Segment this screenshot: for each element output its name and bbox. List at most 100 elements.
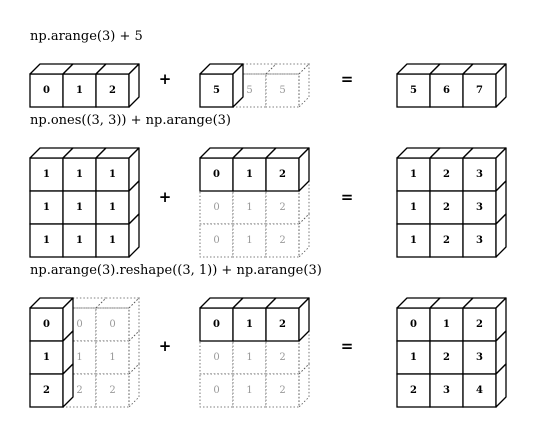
array-cell-value: 4	[476, 385, 483, 396]
array-cell	[29, 373, 64, 408]
array-cell-value: 1	[109, 202, 116, 213]
array-cell-value: 1	[43, 352, 50, 363]
virtual-cell-value: 0	[76, 319, 82, 330]
array-cell	[62, 73, 97, 108]
virtual-cell-value: 0	[213, 385, 219, 396]
array-cell	[462, 73, 497, 108]
array-cell-value: 6	[443, 85, 450, 96]
array-cell-value: 2	[279, 169, 286, 180]
array-cell-value: 2	[410, 385, 417, 396]
array-cell	[462, 373, 497, 408]
array-cell	[429, 373, 464, 408]
virtual-cell-value: 5	[279, 85, 285, 96]
array-cell-value: 1	[109, 169, 116, 180]
array-cell-value: 3	[443, 385, 450, 396]
virtual-cell-value: 2	[279, 385, 285, 396]
array-cell-value: 1	[410, 169, 417, 180]
array-cell-value: 1	[109, 235, 116, 246]
array-cell	[29, 223, 64, 258]
array-cell-value: 1	[410, 352, 417, 363]
row-3-title: np.arange(3).reshape((3, 1)) + np.arange…	[30, 263, 322, 278]
row-2-plus-sign: +	[159, 188, 172, 206]
array-cell	[95, 223, 130, 258]
virtual-cell	[232, 190, 267, 225]
virtual-cell-value: 2	[279, 235, 285, 246]
virtual-cell-value: 0	[109, 319, 115, 330]
array-cell-value: 7	[476, 85, 483, 96]
array-cell-value: 2	[109, 85, 116, 96]
row-3-plus-sign: +	[159, 337, 172, 355]
virtual-cell-value: 2	[279, 352, 285, 363]
row-2-left-array: 1 1 1 1 1 1 1 1 1	[29, 147, 140, 258]
virtual-cell-value: 2	[109, 385, 115, 396]
array-cell-value: 0	[213, 319, 220, 330]
array-cell-value: 1	[76, 85, 83, 96]
array-cell-value: 5	[213, 85, 220, 96]
array-cell-value: 0	[43, 319, 50, 330]
array-cell	[396, 373, 431, 408]
array-cell-value: 2	[43, 385, 50, 396]
virtual-cell-value: 0	[213, 235, 219, 246]
virtual-cell-value: 1	[246, 202, 252, 213]
row-1-equals-sign: =	[341, 70, 354, 88]
array-cell	[396, 307, 431, 342]
virtual-cell-value: 2	[76, 385, 82, 396]
virtual-cell	[95, 340, 130, 375]
virtual-cell-value: 1	[246, 235, 252, 246]
array-cell-value: 3	[476, 235, 483, 246]
array-cell-value: 1	[410, 202, 417, 213]
virtual-cell	[232, 373, 267, 408]
virtual-cell-value: 1	[246, 352, 252, 363]
array-cell-value: 2	[443, 169, 450, 180]
array-cell-value: 1	[76, 169, 83, 180]
array-cell-value: 2	[443, 235, 450, 246]
array-cell	[265, 307, 300, 342]
array-cell-value: 1	[76, 202, 83, 213]
array-cell-value: 2	[476, 319, 483, 330]
array-cell-value: 1	[43, 235, 50, 246]
array-cell-value: 2	[443, 202, 450, 213]
array-cell-value: 1	[443, 319, 450, 330]
row-3-left-array: 0 0 1 1 2 2 0 1 2	[29, 297, 140, 408]
virtual-cell-value: 0	[213, 352, 219, 363]
array-cell	[29, 190, 64, 225]
virtual-cell	[265, 340, 300, 375]
row-2-title: np.ones((3, 3)) + np.arange(3)	[30, 113, 231, 128]
row-1-plus-sign: +	[159, 70, 172, 88]
virtual-cell	[199, 373, 234, 408]
virtual-cell	[265, 73, 300, 108]
array-cell-value: 3	[476, 202, 483, 213]
array-cell-value: 1	[43, 202, 50, 213]
array-cell-value: 2	[443, 352, 450, 363]
array-cell	[95, 190, 130, 225]
array-cell-value: 1	[43, 169, 50, 180]
array-cell	[265, 157, 300, 192]
virtual-cell-value: 2	[279, 202, 285, 213]
array-cell	[429, 340, 464, 375]
virtual-cell	[199, 190, 234, 225]
array-cell-value: 3	[476, 352, 483, 363]
array-cell	[396, 340, 431, 375]
array-cell-value: 2	[279, 319, 286, 330]
array-cell-value: 1	[246, 169, 253, 180]
array-cell	[429, 73, 464, 108]
row-1-result-array: 5 6 7	[396, 63, 507, 108]
array-cell	[29, 73, 64, 108]
array-cell-value: 1	[76, 235, 83, 246]
array-cell-value: 0	[43, 85, 50, 96]
row-1-left-array: 0 1 2	[29, 63, 140, 108]
virtual-cell-value: 1	[76, 352, 82, 363]
virtual-cell-value: 0	[213, 202, 219, 213]
row-2-equals-sign: =	[341, 188, 354, 206]
array-cell-value: 3	[476, 169, 483, 180]
virtual-cell-value: 1	[109, 352, 115, 363]
virtual-cell	[265, 190, 300, 225]
row-3-equals-sign: =	[341, 337, 354, 355]
array-cell-value: 5	[410, 85, 417, 96]
